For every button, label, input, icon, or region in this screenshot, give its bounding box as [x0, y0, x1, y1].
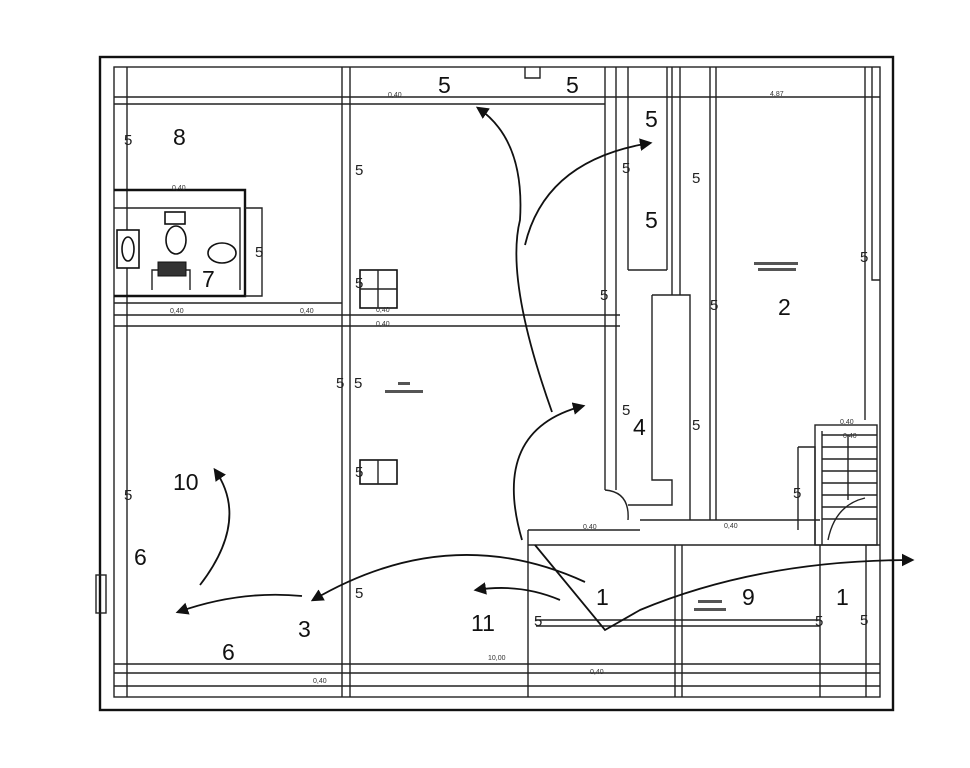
wall-mark: 5: [600, 287, 608, 304]
dimension-label: 0,40: [376, 307, 390, 314]
dimension-label: 0,40: [724, 523, 738, 530]
wall-mark: 5: [622, 402, 630, 419]
column-blocks: [359, 269, 398, 485]
dimension-label: 0,40: [388, 92, 402, 99]
arrow-to-left: [310, 554, 586, 602]
toilet-fixture: [164, 211, 186, 225]
wall-mark: 5: [710, 297, 718, 314]
dimension-labels: 0,40 4,87 0,40 0,40 0,40 0,40 0,40 0,40 …: [170, 91, 857, 685]
zone-label-2: 2: [778, 294, 791, 320]
door-swings: [604, 489, 866, 541]
arrow-to-top: [475, 106, 553, 413]
wall-marks: 5 5 5 5 5 5 5 5 5 5 5 5 5 5 5 5 5 5 5 5: [124, 132, 868, 630]
arrow-to-10: [199, 467, 231, 586]
dimension-label: 4,87: [770, 91, 784, 98]
wall-mark: 5: [815, 613, 823, 630]
dimension-label: 0,40: [583, 524, 597, 531]
bathroom: [114, 188, 342, 304]
arrow-to-right-top: [524, 138, 653, 246]
zone-label-4: 4: [633, 414, 646, 440]
zone-label-5: 5: [438, 72, 451, 98]
wall-mark: 5: [860, 249, 868, 266]
dimension-label: 0,40: [840, 419, 854, 426]
wall-mark: 5: [534, 613, 542, 630]
zone-label-1: 1: [836, 584, 849, 610]
beam-lines: [114, 96, 880, 687]
arrow-to-far-left: [175, 593, 303, 615]
dimension-label: 0,40: [376, 321, 390, 328]
wall-mark: 5: [692, 417, 700, 434]
dimension-label: 0,40: [172, 185, 186, 192]
zone-label-7: 7: [202, 266, 215, 292]
arrow-to-11: [473, 582, 561, 601]
wall-mark: 5: [124, 487, 132, 504]
zone-label-6: 6: [134, 544, 147, 570]
dimension-label: 0,40: [843, 433, 857, 440]
interior-walls: [126, 67, 880, 697]
zone-label-3: 3: [298, 616, 311, 642]
zone-label-10: 10: [173, 469, 199, 495]
wall-mark: 5: [622, 160, 630, 177]
zone-label-1: 1: [596, 584, 609, 610]
dimension-label: 0,40: [170, 308, 184, 315]
zone-label-6: 6: [222, 639, 235, 665]
wall-mark: 5: [793, 485, 801, 502]
outer-walls: [95, 55, 895, 712]
zone-label-11: 11: [471, 610, 495, 636]
arrow-curve-right: [534, 544, 915, 632]
dimension-label: 10,00: [488, 655, 506, 662]
zone-labels: 5 5 5 5 8 7 2 4 10 6 6 3 11 1 9 1: [134, 72, 849, 665]
wall-mark: 5: [354, 375, 362, 392]
wall-mark: 5: [355, 585, 363, 602]
wall-mark: 5: [255, 244, 263, 261]
illegible-room-notes: [385, 262, 798, 611]
zone-label-5: 5: [645, 106, 658, 132]
dimension-label: 0,40: [590, 669, 604, 676]
wall-mark: 5: [355, 162, 363, 179]
wall-mark: 5: [355, 275, 363, 292]
dimension-label: 0,40: [313, 678, 327, 685]
staircase: [797, 424, 878, 546]
wall-mark: 5: [336, 375, 344, 392]
movement-arrows: [175, 106, 915, 632]
zone-label-5: 5: [566, 72, 579, 98]
zone-label-8: 8: [173, 124, 186, 150]
wall-mark: 5: [860, 612, 868, 629]
dimension-label: 0,40: [300, 308, 314, 315]
wall-mark: 5: [355, 464, 363, 481]
wall-mark: 5: [124, 132, 132, 149]
zone-label-5: 5: [645, 207, 658, 233]
sink-fixture: [207, 242, 237, 264]
arrow-to-middle: [513, 402, 586, 541]
zone-label-9: 9: [742, 584, 755, 610]
wall-mark: 5: [692, 170, 700, 187]
